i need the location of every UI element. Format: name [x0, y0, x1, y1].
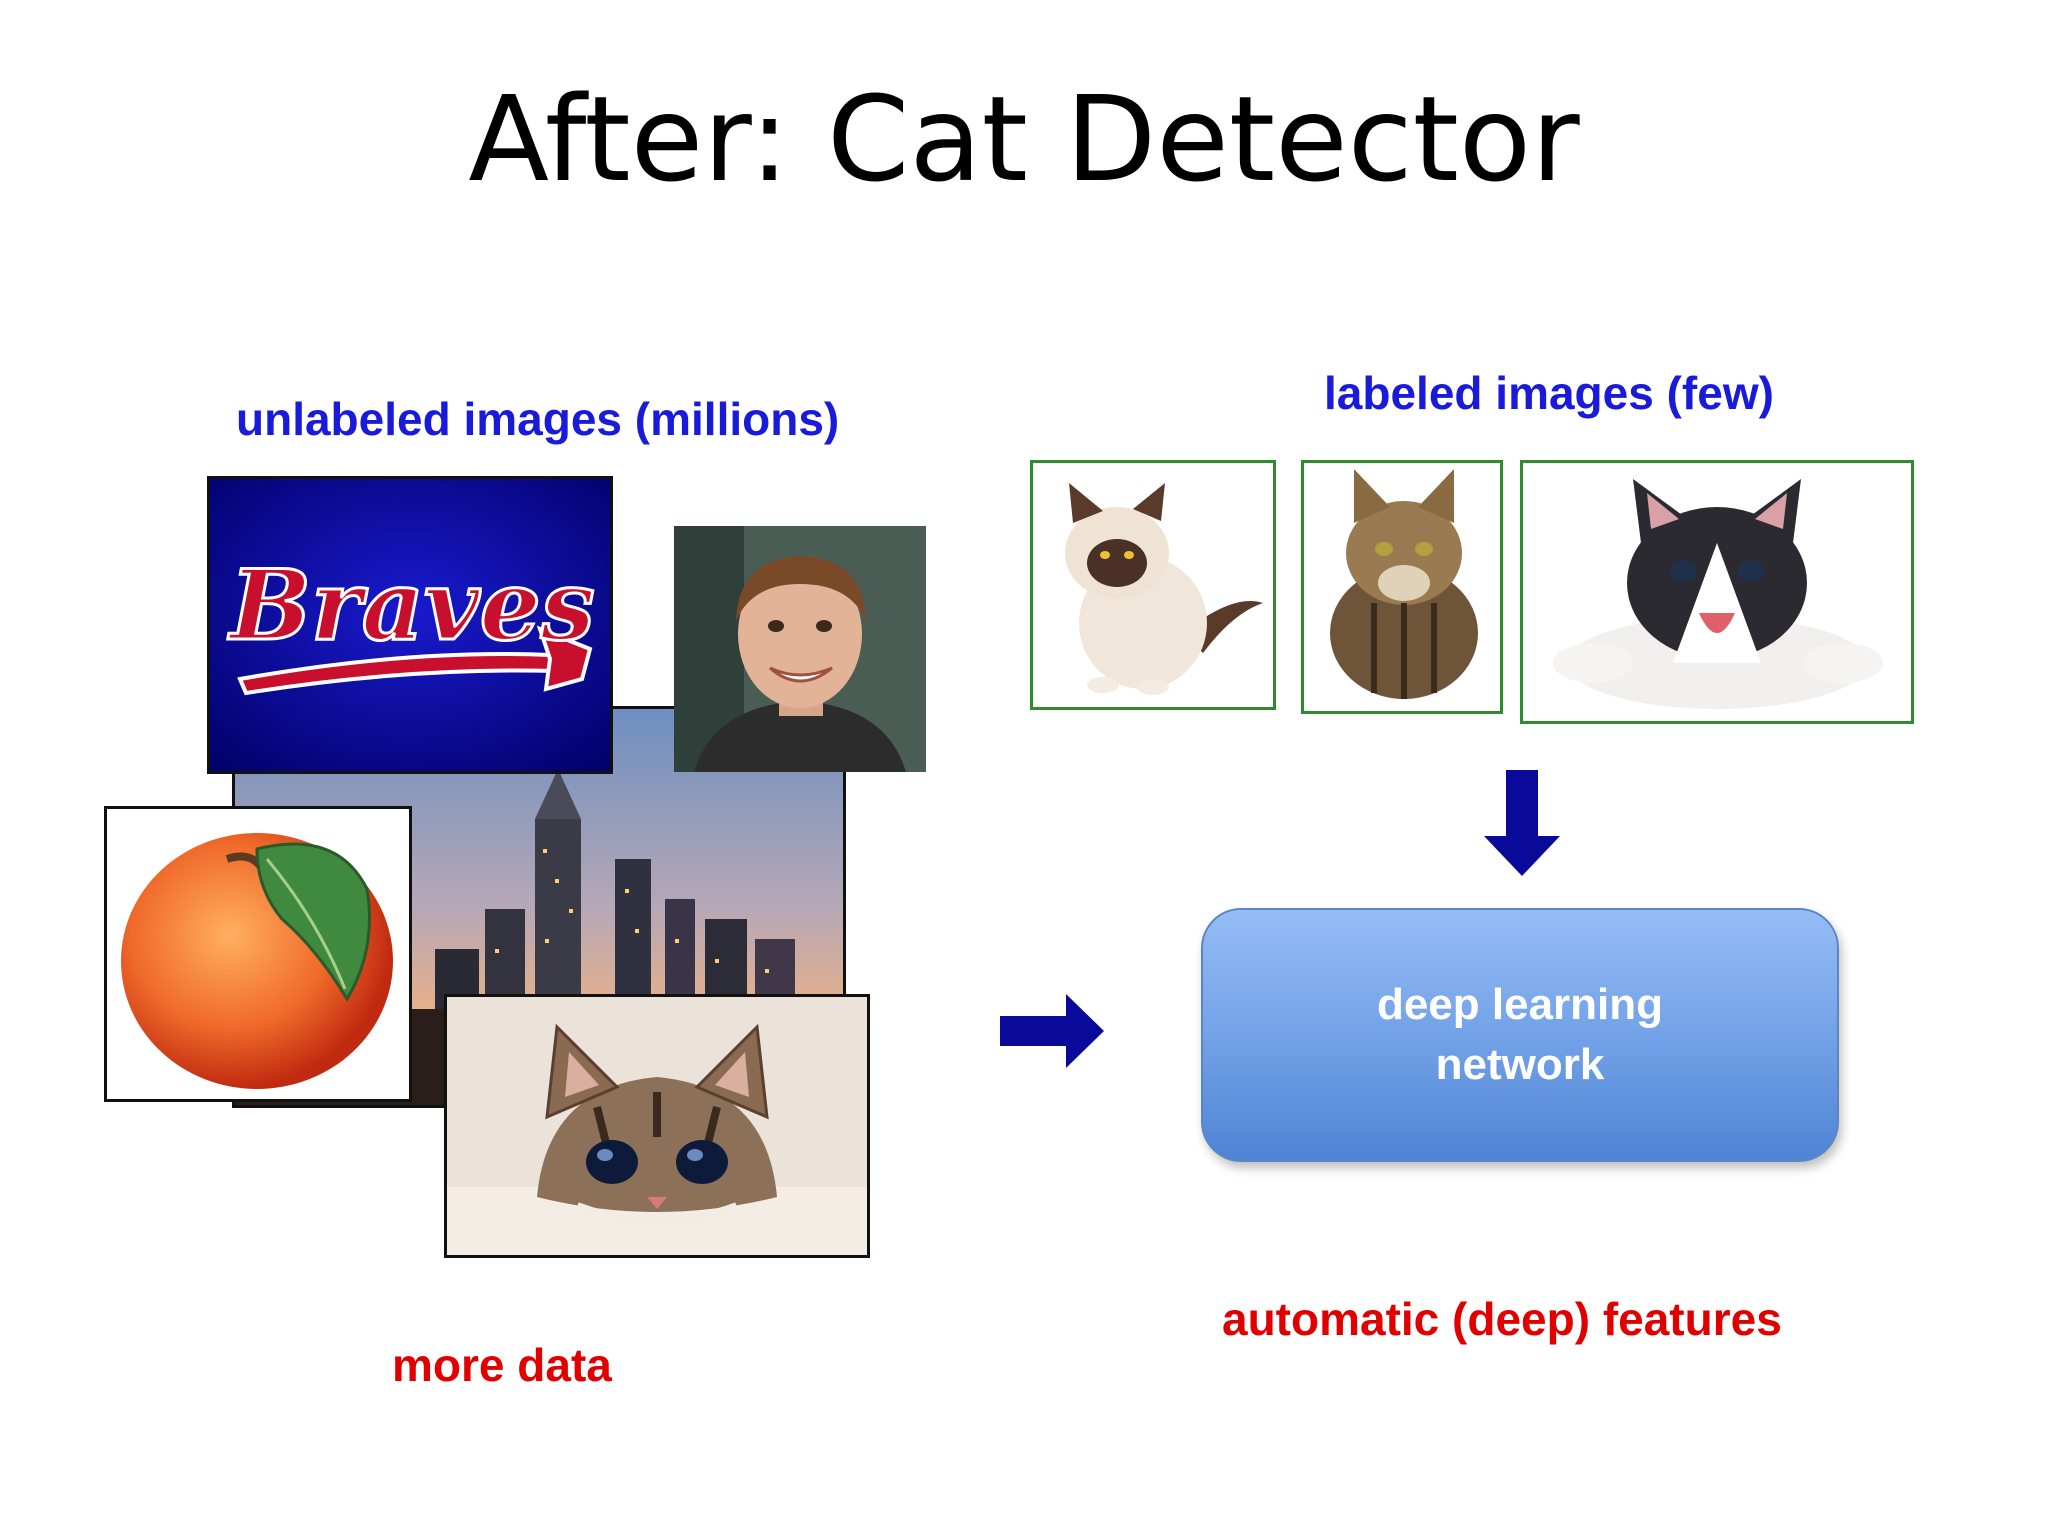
kitten-image [444, 994, 870, 1258]
person-portrait-image [674, 526, 926, 772]
braves-logo-image: Braves [207, 476, 613, 774]
network-label-line2: network [1435, 1040, 1605, 1089]
unlabeled-images-heading: unlabeled images (millions) [236, 393, 840, 445]
automatic-features-label: automatic (deep) features [1222, 1293, 1782, 1345]
network-label-line1: deep learning [1376, 980, 1664, 1029]
peach-image [104, 806, 412, 1102]
slide-title: After: Cat Detector [468, 70, 1580, 208]
down-arrow-icon [1484, 770, 1560, 876]
deep-learning-network-box: deep learning network [1201, 908, 1839, 1162]
braves-logo-text: Braves [227, 549, 595, 662]
kitten-black-white-image [1520, 460, 1914, 724]
cat-siamese-image [1030, 460, 1276, 710]
more-data-label: more data [392, 1339, 612, 1391]
labeled-images-heading: labeled images (few) [1324, 367, 1774, 419]
cat-maine-coon-image [1301, 460, 1503, 714]
right-arrow-icon [1000, 994, 1104, 1068]
